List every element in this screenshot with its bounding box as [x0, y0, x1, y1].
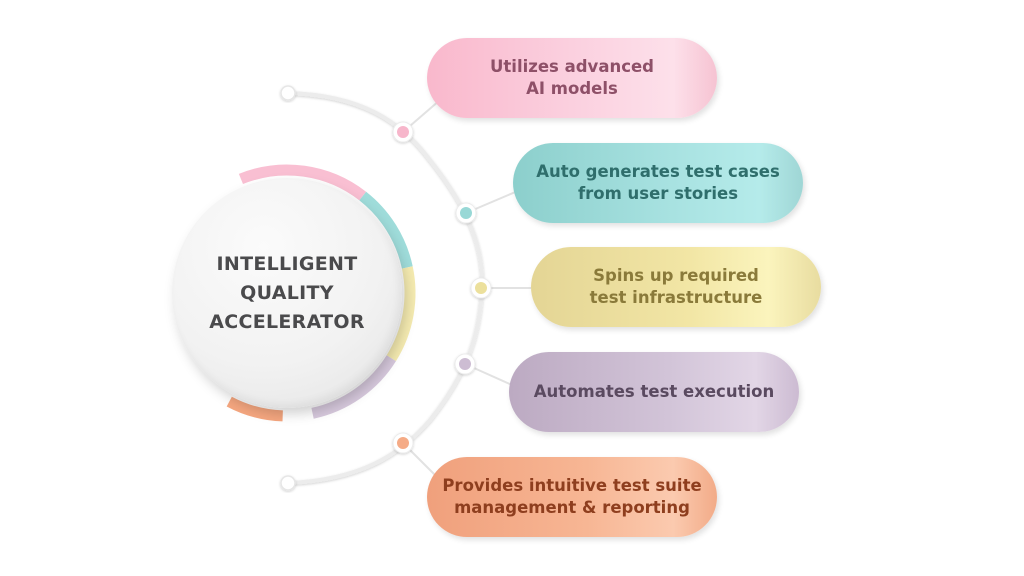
feature-pill-execution: Automates test execution	[509, 352, 799, 432]
hub-title-line: QUALITY	[240, 281, 334, 304]
pill-text: AI models	[526, 79, 618, 98]
feature-pill-infrastructure: Spins up required test infrastructure	[531, 247, 821, 327]
yellow-node-dot-icon	[475, 282, 487, 294]
feature-pill-test-generation: Auto generates test cases from user stor…	[513, 143, 803, 223]
pill-text: Utilizes advanced	[490, 57, 654, 76]
feature-pill-reporting: Provides intuitive test suite management…	[427, 457, 717, 537]
pill-text: Automates test execution	[533, 382, 775, 401]
pill-text: Provides intuitive test suite	[442, 476, 702, 495]
orange-node-dot-icon	[397, 437, 409, 449]
pill-text: management & reporting	[454, 498, 690, 517]
hub-title-line: INTELLIGENT	[216, 252, 358, 275]
arc-start-circle	[280, 85, 296, 101]
pill-text: test infrastructure	[589, 288, 763, 307]
arc-end-circle	[280, 475, 296, 491]
hub-ring-segment	[359, 191, 413, 269]
hub-circle: INTELLIGENT QUALITY ACCELERATOR	[172, 178, 402, 408]
hub-ring-segment	[311, 355, 396, 419]
hub-ring-segment	[238, 164, 367, 201]
hub-ring-segment	[386, 266, 416, 362]
pink-node-dot-icon	[397, 126, 409, 138]
hub-ring-segment	[226, 396, 284, 422]
pill-text: from user stories	[577, 184, 739, 203]
teal-node-dot-icon	[460, 207, 472, 219]
purple-node-dot-icon	[459, 358, 471, 370]
hub-title-line: ACCELERATOR	[209, 310, 365, 333]
feature-pill-ai-models: Utilizes advanced AI models	[427, 38, 717, 118]
pill-text: Auto generates test cases	[536, 162, 780, 181]
pill-text: Spins up required	[593, 266, 759, 285]
